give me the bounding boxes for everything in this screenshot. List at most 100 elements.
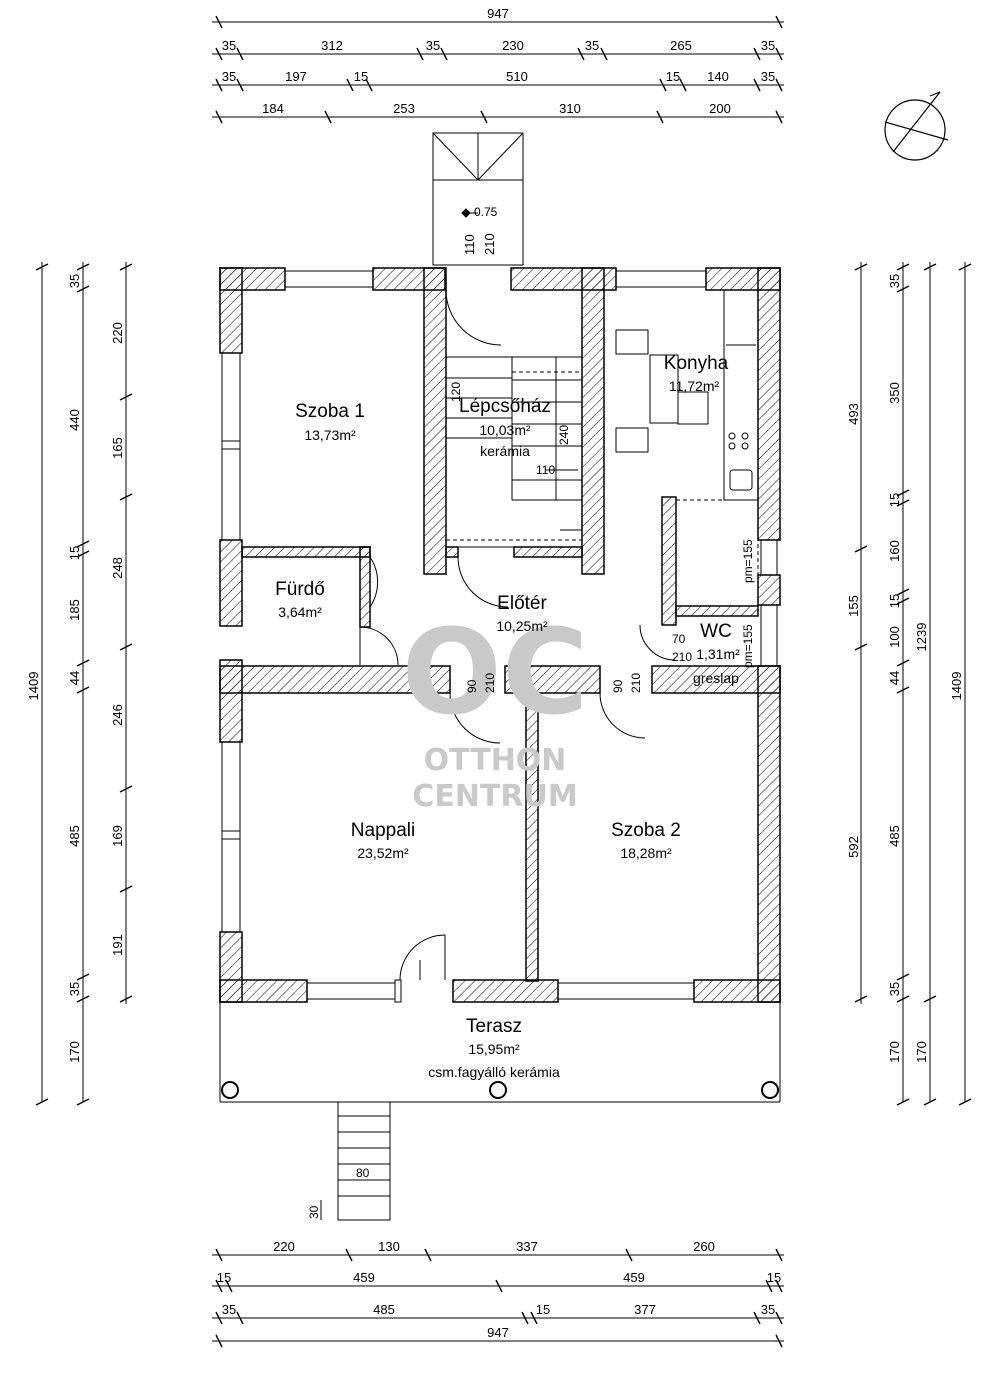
right-dim-170: 170 (914, 1041, 929, 1063)
dim-label: 440 (67, 409, 82, 431)
room-szoba1: Szoba 1 13,73m² (295, 401, 365, 443)
room-name: Terasz (466, 1016, 522, 1037)
dim-label: 155 (846, 595, 861, 617)
step-30: 30 (307, 1205, 321, 1219)
dim-label: 485 (373, 1302, 395, 1317)
right-total-dim: 1409 (949, 672, 964, 701)
room-name: Lépcsőház (459, 396, 551, 417)
dim-label: 220 (273, 1239, 295, 1254)
dim-label: 246 (110, 704, 125, 726)
wc-door-h: 210 (672, 650, 692, 664)
watermark-line2: CENTRUM (412, 779, 577, 814)
stair-240: 240 (557, 425, 571, 445)
wc-door-w: 70 (672, 632, 686, 646)
dim-label: 253 (393, 101, 415, 116)
dim-label: 35 (887, 274, 902, 288)
dim-label: 485 (887, 825, 902, 847)
dim-label: 35 (761, 38, 775, 53)
room-area: 13,73m² (304, 427, 356, 443)
watermark-logo: OC (402, 603, 589, 741)
room-area: 15,95m² (468, 1041, 520, 1057)
room-name: Nappali (351, 820, 415, 841)
dim-label: 35 (761, 1302, 775, 1317)
top-dim-row4: 184 253 310 200 (262, 101, 731, 116)
dim-label: 35 (67, 982, 82, 996)
top-dimensions (212, 15, 784, 124)
room-name: Előtér (497, 593, 547, 614)
dim-label: 15 (536, 1302, 550, 1317)
room-area: 10,03m² (479, 422, 531, 438)
dim-label: 230 (502, 38, 524, 53)
room-floor: csm.fagyálló kerámia (428, 1064, 560, 1080)
step-80: 80 (356, 1166, 370, 1180)
dim-label: 200 (709, 101, 731, 116)
dim-label: 35 (426, 38, 440, 53)
door-nappali-h: 210 (483, 673, 497, 693)
dim-label: 493 (846, 403, 861, 425)
left-dim-col3: 220 165 248 246 169 191 (110, 322, 125, 956)
dim-label: 15 (666, 69, 680, 84)
doors (359, 289, 676, 981)
dim-label: 184 (262, 101, 284, 116)
watermark: OC OTTHON CENTRUM (402, 603, 589, 814)
dim-label: 100 (887, 626, 902, 648)
room-wc: WC 1,31m² greslap (693, 621, 740, 686)
dim-label: 15 (67, 546, 82, 560)
room-nappali: Nappali 23,52m² (351, 820, 415, 861)
room-floor: greslap (693, 670, 739, 686)
entry-width: 110 (462, 234, 477, 255)
dim-label: 169 (110, 825, 125, 847)
bottom-dim-row1: 220 130 337 260 (273, 1239, 715, 1254)
dim-label: 265 (670, 38, 692, 53)
dim-label: 185 (67, 599, 82, 621)
dim-label: 350 (887, 382, 902, 404)
dim-label: 459 (353, 1270, 375, 1285)
door-szoba2-w: 90 (611, 679, 625, 693)
dim-label: 35 (761, 69, 775, 84)
watermark-line1: OTTHON (424, 743, 567, 778)
dim-label: 337 (516, 1239, 538, 1254)
bottom-dim-row3: 35 485 15 377 35 (222, 1302, 775, 1317)
dim-label: 15 (767, 1270, 781, 1285)
interior-stair (445, 356, 583, 548)
top-dim-row3: 35 197 15 510 15 140 35 (222, 69, 775, 84)
entry-height: 210 (482, 233, 497, 255)
bottom-dim-row2: 15 459 459 15 (217, 1270, 781, 1285)
top-dim-row2: 35 312 35 230 35 265 35 (222, 38, 775, 53)
room-floor: kerámia (480, 443, 530, 459)
stair-120: 120 (449, 382, 463, 402)
dim-label: 312 (321, 38, 343, 53)
dim-label: 170 (887, 1041, 902, 1063)
dim-label: 15 (887, 594, 902, 608)
north-arrow-icon (884, 91, 949, 161)
right-dimensions (854, 262, 972, 1106)
room-name: Fürdő (275, 579, 325, 600)
room-terasz: Terasz 15,95m² csm.fagyálló kerámia (428, 1016, 560, 1080)
dim-label: 191 (110, 934, 125, 956)
walls (219, 267, 781, 1003)
door-szoba2-h: 210 (629, 673, 643, 693)
dim-label: 220 (110, 322, 125, 344)
dim-label: 15 (354, 69, 368, 84)
window-pm1: pm=155 (741, 539, 755, 583)
dim-label: 248 (110, 557, 125, 579)
stair-110: 110 (536, 463, 555, 477)
left-dimensions (35, 262, 133, 1106)
door-nappali-w: 90 (465, 679, 479, 693)
dim-label: 44 (67, 671, 82, 685)
room-area: 10,25m² (496, 618, 548, 634)
dim-label: 459 (623, 1270, 645, 1285)
room-konyha: Konyha 11,72m² (664, 353, 729, 394)
left-dim-col2: 35 440 15 185 44 485 35 170 (67, 274, 82, 1063)
dim-label: 35 (222, 69, 236, 84)
room-name: Konyha (664, 353, 729, 374)
dim-label: 44 (887, 671, 902, 685)
right-dim-col1: 493 155 592 (846, 403, 861, 858)
dim-label: 160 (887, 540, 902, 562)
top-total-dim: 947 (487, 6, 509, 21)
dim-label: 310 (559, 101, 581, 116)
dim-label: 130 (378, 1239, 400, 1254)
right-dim-1239: 1239 (914, 623, 929, 652)
room-furdo: Fürdő 3,64m² (275, 579, 325, 620)
